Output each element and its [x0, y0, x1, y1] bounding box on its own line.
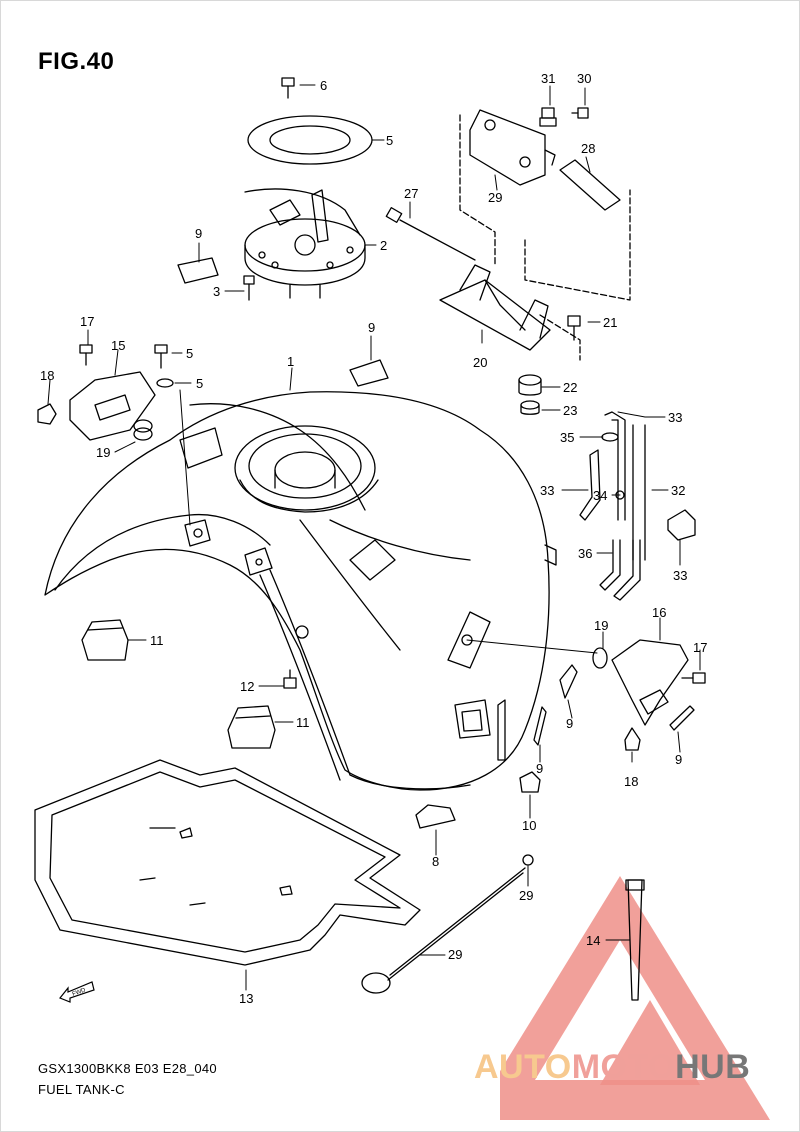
- callout-8: 8: [432, 854, 439, 869]
- breather-hoses: [579, 411, 646, 601]
- gasket-ring: [247, 115, 373, 165]
- fwd-arrow-icon: FWD: [59, 981, 95, 1003]
- callout-19b: 19: [594, 618, 608, 633]
- long-bolt-24: [385, 207, 476, 261]
- cushion-9-d: [533, 706, 547, 746]
- callout-24: 27: [404, 186, 418, 201]
- callout-31: 32: [671, 483, 685, 498]
- bolt-17-left: [79, 344, 93, 366]
- bracket-plate-26: [469, 109, 621, 211]
- callout-21: 21: [603, 315, 617, 330]
- side-cover-16: [611, 639, 689, 726]
- cushion-9-b: [349, 359, 389, 387]
- callout-5: 6: [320, 78, 327, 93]
- callout-11a: 11: [150, 633, 164, 648]
- cushion-9-c: [559, 664, 578, 699]
- cushion-22: [518, 374, 542, 396]
- callout-9c: 9: [566, 716, 573, 731]
- callout-27: 30: [577, 71, 591, 86]
- washer-7: [156, 378, 174, 388]
- callout-9b: 9: [368, 320, 375, 335]
- fuel-pump-assembly: [244, 188, 366, 299]
- leader-lines: [47, 84, 701, 991]
- nut-28: [539, 107, 557, 127]
- cushion-11-b: [227, 705, 276, 749]
- watermark-moto: MOTO: [571, 1048, 676, 1086]
- cushion-8: [415, 804, 456, 829]
- bolt-5: [281, 77, 295, 99]
- bolt-6: [154, 344, 168, 369]
- callout-34: 34: [593, 488, 607, 503]
- rear-bracket: [439, 264, 551, 351]
- figure-title: FIG.40: [38, 48, 115, 75]
- watermark-logo: [500, 876, 770, 1120]
- callout-16: 16: [652, 605, 666, 620]
- watermark-text: AUTOMOTOHUB: [474, 1048, 750, 1087]
- callout-22: 22: [563, 380, 577, 395]
- callout-6: 5: [186, 346, 193, 361]
- section-name: FUEL TANK-C: [38, 1082, 125, 1097]
- callout-19a: 19: [96, 445, 110, 460]
- tie-strap-14: [625, 879, 645, 1001]
- grommet-19-left: [133, 419, 153, 441]
- callout-7: 5: [196, 376, 203, 391]
- cushion-9-a: [177, 257, 219, 284]
- callout-11b: 11: [296, 715, 310, 730]
- cushion-10: [519, 771, 541, 793]
- collar-23: [520, 400, 540, 415]
- callout-4: 5: [386, 133, 393, 148]
- side-cover-15: [69, 371, 156, 441]
- callout-2: 2: [380, 238, 387, 253]
- prop-rod-29: [361, 867, 526, 994]
- fwd-label: FWD: [72, 987, 88, 998]
- cushion-11-a: [81, 619, 129, 661]
- callout-17b: 17: [693, 640, 707, 655]
- callout-14: 14: [586, 933, 600, 948]
- cap-18-left: [37, 403, 57, 425]
- callout-33a: 33: [668, 410, 682, 425]
- callout-18a: 18: [40, 368, 54, 383]
- bolt-3: [243, 275, 255, 301]
- callout-25: 28: [581, 141, 595, 156]
- under-pad-13: [34, 759, 421, 966]
- callout-33b: 33: [540, 483, 554, 498]
- bolt-12: [283, 669, 297, 689]
- callout-29: 29: [448, 947, 462, 962]
- callout-20: 20: [473, 355, 487, 370]
- callout-13: 13: [239, 991, 253, 1006]
- cushion-9-e: [669, 705, 695, 731]
- cap-18-right: [624, 727, 641, 751]
- fuel-tank: [44, 391, 557, 791]
- callout-18b: 18: [624, 774, 638, 789]
- callout-36: 36: [578, 546, 592, 561]
- callout-10: 10: [522, 818, 536, 833]
- callout-26: 29: [488, 190, 502, 205]
- callout-17a: 17: [80, 314, 94, 329]
- callout-labels: 6 5 2 3 9 1 9 5 5 27 28 29 31 30 20 21 2…: [40, 71, 707, 1006]
- watermark-hub: HUB: [675, 1048, 751, 1086]
- model-code: GSX1300BKK8 E03 E28_040: [38, 1061, 217, 1076]
- callout-9d: 9: [536, 761, 543, 776]
- callout-12: 12: [240, 679, 254, 694]
- clip-32: [667, 509, 696, 541]
- bolt-21: [567, 315, 581, 341]
- callout-15: 15: [111, 338, 125, 353]
- callout-35: 35: [560, 430, 574, 445]
- bolt-27: [571, 107, 589, 119]
- callout-23: 23: [563, 403, 577, 418]
- bolt-17-right: [681, 672, 706, 684]
- holder-30: [522, 854, 534, 866]
- callout-9a: 9: [195, 226, 202, 241]
- callout-28: 31: [541, 71, 555, 86]
- grommet-19-right: [592, 647, 608, 669]
- callout-32: 33: [673, 568, 687, 583]
- callout-3: 3: [213, 284, 220, 299]
- callout-30: 29: [519, 888, 533, 903]
- callout-9e: 9: [675, 752, 682, 767]
- watermark-auto: AUTO: [474, 1048, 572, 1086]
- callout-1: 1: [287, 354, 294, 369]
